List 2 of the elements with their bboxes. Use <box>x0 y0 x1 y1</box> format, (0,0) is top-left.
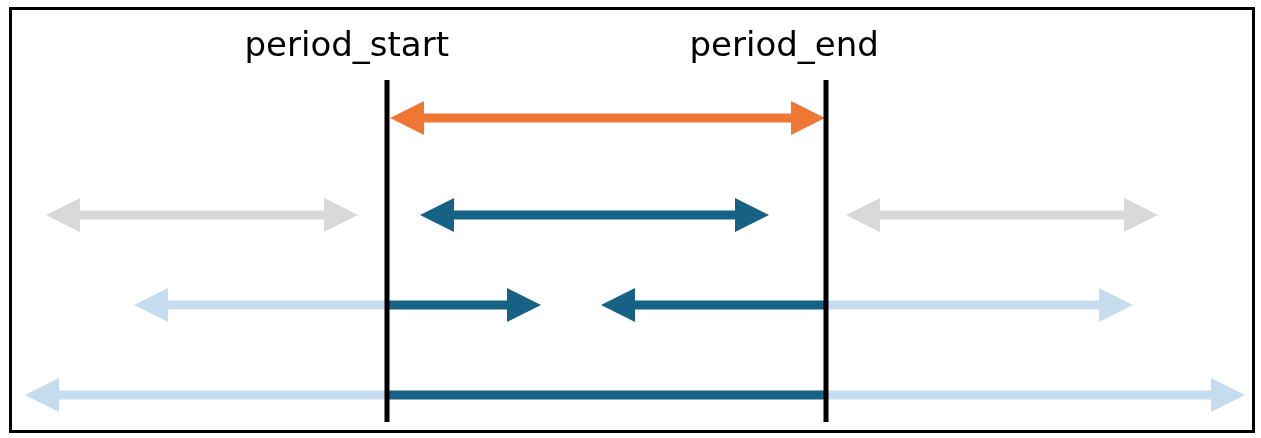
boundary-label: period_end <box>689 24 879 64</box>
boundary-label: period_start <box>244 24 449 64</box>
